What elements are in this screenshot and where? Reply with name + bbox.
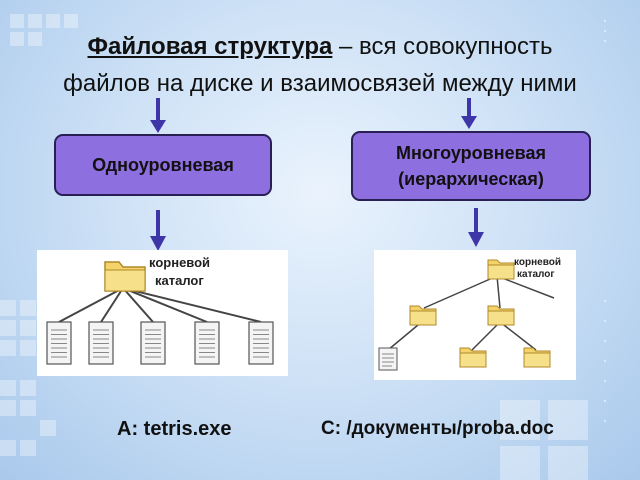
file-icon [46, 321, 72, 365]
single-level-path-example: A: tetris.exe [117, 418, 232, 440]
folder-icon [459, 347, 487, 368]
root-label-2: каталог [517, 269, 555, 280]
file-icon [248, 321, 274, 365]
title-line-1: Файловая структура – вся совокупность [0, 33, 640, 61]
arrow-title-to-single [150, 98, 166, 133]
multi-level-diagram: корневой каталог [374, 250, 576, 380]
root-label-1: корневой [514, 257, 561, 268]
multi-level-path-example: C: /документы/proba.doc [321, 418, 554, 439]
multi-level-label-2: (иерархическая) [398, 169, 544, 189]
folder-icon [487, 259, 515, 280]
file-icon [140, 321, 166, 365]
root-label-1: корневой [149, 255, 210, 270]
arrow-title-to-multi [461, 98, 477, 129]
arrow-multi-to-diagram [468, 208, 484, 247]
file-icon [194, 321, 220, 365]
multi-level-box: Многоуровневая (иерархическая) [351, 131, 591, 201]
arrow-single-to-diagram [150, 210, 166, 251]
folder-icon [104, 261, 146, 292]
folder-icon [523, 347, 551, 368]
file-icon [378, 347, 398, 371]
root-label-2: каталог [155, 273, 204, 288]
single-level-label: Одноуровневая [92, 155, 234, 175]
single-level-diagram: корневой каталог [37, 250, 288, 376]
title-rest: – вся совокупность [332, 33, 553, 60]
multi-level-label-1: Многоуровневая [396, 143, 546, 163]
title-term: Файловая структура [87, 33, 333, 60]
file-icon [88, 321, 114, 365]
folder-icon [487, 305, 515, 326]
title-line-2: файлов на диске и взаимосвязей между ним… [63, 70, 577, 97]
folder-icon [409, 305, 437, 326]
single-level-box: Одноуровневая [54, 134, 272, 196]
